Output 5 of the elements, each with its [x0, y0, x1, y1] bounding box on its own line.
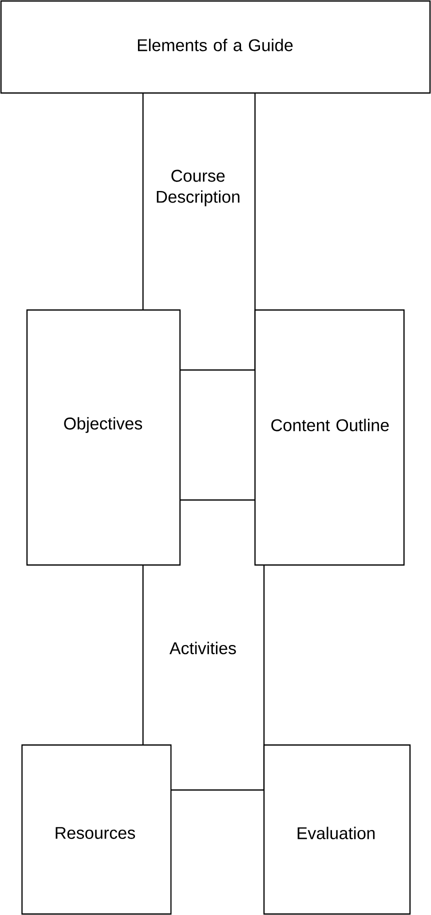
box: Objectives: [26, 309, 181, 566]
box: Elements of a Guide: [0, 0, 431, 94]
box: Evaluation: [263, 744, 411, 915]
box: Resources: [21, 744, 172, 915]
box: Content Outline: [254, 309, 405, 566]
